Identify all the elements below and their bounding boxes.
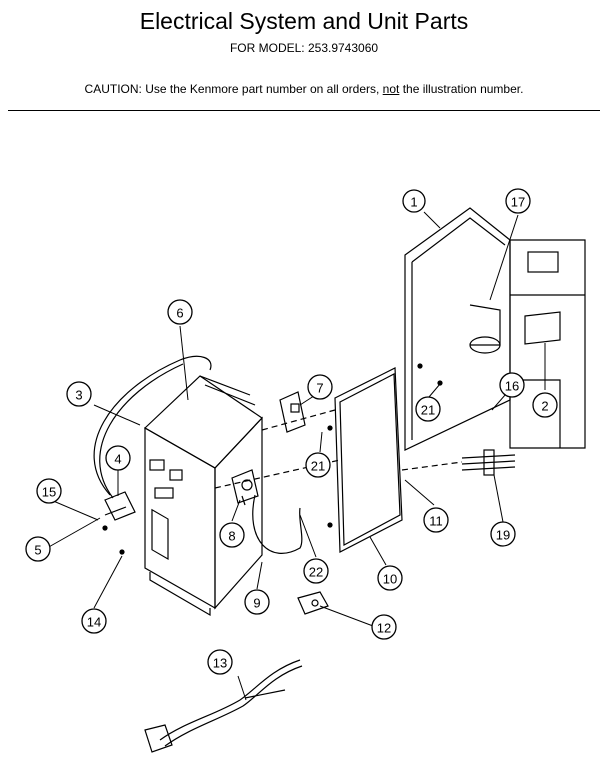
caution-text-end: the illustration number.	[399, 82, 524, 96]
power-cable-outline	[99, 363, 184, 499]
callout-circle	[66, 381, 92, 407]
callout-7: 7	[307, 374, 333, 400]
callout-circle	[244, 589, 270, 615]
callout-number: 16	[505, 379, 519, 394]
callout-circle	[307, 374, 333, 400]
callout-4: 4	[105, 445, 131, 471]
callout-number: 10	[383, 572, 397, 587]
callout-circle	[207, 649, 233, 675]
callout-number: 19	[496, 528, 510, 543]
callout-circle	[25, 536, 51, 562]
callout-number: 8	[228, 529, 235, 544]
alignment-line	[401, 461, 463, 471]
callout-circle	[499, 372, 525, 398]
selector-switch-part	[279, 391, 306, 433]
callout-9: 9	[244, 589, 270, 615]
callout-11: 11	[423, 507, 449, 533]
callout-2: 2	[532, 392, 558, 418]
callout-21: 21	[415, 396, 441, 422]
alignment-line	[261, 409, 336, 431]
power-cable-part	[93, 355, 212, 496]
caution-note: CAUTION: Use the Kenmore part number on …	[0, 82, 608, 96]
callout-5: 5	[25, 536, 51, 562]
callout-6: 6	[167, 299, 193, 325]
caution-emphasis: not	[382, 82, 400, 96]
mounting-clip-part	[297, 591, 329, 615]
callout-number: 12	[377, 621, 391, 636]
control-box-part	[144, 375, 263, 617]
callout-circle	[167, 299, 193, 325]
callout-8: 8	[219, 522, 245, 548]
callout-circle	[305, 452, 331, 478]
alignment-line	[214, 459, 341, 489]
callout-circle	[415, 396, 441, 422]
callout-number: 1	[410, 195, 417, 210]
callout-circle	[423, 507, 449, 533]
callout-number: 17	[511, 195, 525, 210]
callout-12: 12	[371, 614, 397, 640]
callout-circle	[219, 522, 245, 548]
callout-circle	[303, 558, 329, 584]
callout-number: 4	[114, 452, 121, 467]
callout-16: 16	[499, 372, 525, 398]
callout-13: 13	[207, 649, 233, 675]
callout-number: 15	[42, 485, 56, 500]
callout-3: 3	[66, 381, 92, 407]
page-title: Electrical System and Unit Parts	[139, 8, 469, 34]
callout-number: 6	[176, 306, 183, 321]
callout-circle	[490, 521, 516, 547]
callout-number: 5	[34, 543, 41, 558]
callout-number: 14	[87, 615, 101, 630]
model-number: 253.9743060	[307, 41, 379, 55]
callout-circle	[105, 445, 131, 471]
callout-circle	[377, 565, 403, 591]
access-panel-part	[334, 367, 403, 553]
callout-17: 17	[505, 188, 531, 214]
callout-22: 22	[303, 558, 329, 584]
callout-circle	[532, 392, 558, 418]
thermostat-part	[231, 469, 259, 506]
callout-number: 3	[75, 388, 82, 403]
cord-bracket-part	[104, 491, 136, 521]
power-cord-part	[144, 659, 303, 753]
model-line: FOR MODEL: 253.9743060	[0, 41, 608, 55]
callout-15: 15	[36, 478, 62, 504]
callout-19: 19	[490, 521, 516, 547]
callout-14: 14	[81, 608, 107, 634]
callout-number: 21	[421, 403, 435, 418]
callout-circle	[81, 608, 107, 634]
callout-circle	[36, 478, 62, 504]
callout-circle	[505, 188, 531, 214]
callout-number: 11	[429, 514, 443, 529]
callout-circle	[371, 614, 397, 640]
callout-number: 22	[309, 565, 323, 580]
callout-1: 1	[402, 189, 426, 213]
callout-number: 21	[311, 459, 325, 474]
callout-number: 2	[541, 399, 548, 414]
callout-21: 21	[305, 452, 331, 478]
callout-number: 7	[316, 381, 323, 396]
wire-harness-part	[461, 449, 516, 476]
callout-number: 9	[253, 596, 260, 611]
capillary-tube-part	[252, 494, 303, 554]
model-label: FOR MODEL:	[229, 41, 305, 55]
header-divider	[8, 110, 600, 111]
callout-10: 10	[377, 565, 403, 591]
callout-number: 13	[213, 656, 227, 671]
leader-lines	[46, 211, 546, 701]
caution-text: CAUTION: Use the Kenmore part number on …	[84, 82, 383, 96]
screw-markers	[102, 363, 443, 555]
callout-circle	[402, 189, 426, 213]
